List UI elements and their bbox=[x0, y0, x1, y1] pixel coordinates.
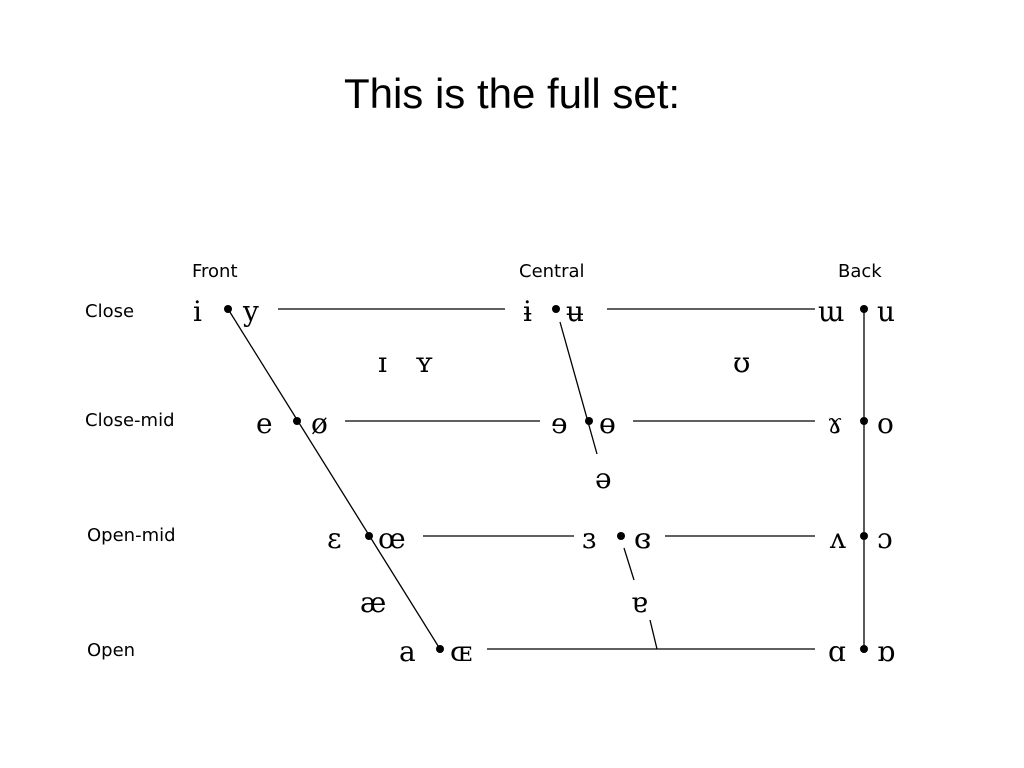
vowel-u: u bbox=[877, 295, 895, 328]
dot-close-central bbox=[552, 305, 560, 313]
dot-close-front bbox=[224, 305, 232, 313]
dot-open-back bbox=[860, 645, 868, 653]
vowel-turned-script-a: ɒ bbox=[877, 635, 895, 668]
central-line-lower bbox=[649, 619, 658, 650]
vowel-barred-o: ɵ bbox=[599, 407, 616, 440]
dot-close-back bbox=[860, 305, 868, 313]
dot-close-mid-front bbox=[293, 417, 301, 425]
vowel-small-cap-oe: ɶ bbox=[450, 635, 472, 668]
vowel-a: a bbox=[399, 635, 416, 668]
vowel-closed-reversed-epsilon: ɞ bbox=[634, 522, 651, 555]
vowel-turned-m: ɯ bbox=[818, 295, 845, 328]
vowel-y: y bbox=[242, 295, 259, 328]
front-diagonal-line bbox=[227, 308, 441, 650]
central-line-mid bbox=[623, 547, 635, 581]
vowel-script-a: ɑ bbox=[828, 635, 846, 668]
vowel-epsilon: ɛ bbox=[327, 522, 342, 555]
vowel-barred-i: ɨ bbox=[523, 295, 532, 328]
row-label-close: Close bbox=[85, 301, 134, 322]
vowel-reversed-epsilon: ɜ bbox=[582, 522, 596, 555]
dot-close-mid-back bbox=[860, 417, 868, 425]
vowel-open-o: ɔ bbox=[877, 522, 893, 555]
central-line-upper bbox=[559, 321, 598, 455]
dot-close-mid-central bbox=[585, 417, 593, 425]
vowel-o: o bbox=[877, 407, 894, 440]
vowel-reversed-e: ɘ bbox=[551, 407, 568, 440]
vowel-ash: æ bbox=[360, 586, 386, 619]
slide-title: This is the full set: bbox=[343, 70, 681, 117]
dot-open-mid-back bbox=[860, 532, 868, 540]
vowel-i: i bbox=[193, 295, 202, 328]
row-label-close-mid: Close-mid bbox=[85, 410, 175, 431]
vowel-oe: œ bbox=[378, 522, 406, 555]
dot-open-mid-front bbox=[365, 532, 373, 540]
vowel-o-slash: ø bbox=[311, 407, 328, 440]
vowel-upsilon: ʊ bbox=[733, 346, 750, 379]
vowel-barred-u: ʉ bbox=[566, 295, 584, 328]
vowel-turned-v: ʌ bbox=[829, 522, 846, 555]
column-label-back: Back bbox=[838, 261, 882, 282]
row-label-open-mid: Open-mid bbox=[87, 525, 176, 546]
column-label-central: Central bbox=[519, 261, 585, 282]
vowel-small-cap-y: ʏ bbox=[415, 346, 433, 379]
vowel-turned-a: ɐ bbox=[631, 586, 648, 619]
vowel-rams-horn: ɤ bbox=[827, 407, 843, 440]
vowel-small-cap-i: ɪ bbox=[378, 346, 387, 379]
row-label-open: Open bbox=[87, 640, 135, 661]
column-label-front: Front bbox=[192, 261, 238, 282]
dot-open-front bbox=[436, 645, 444, 653]
vowel-e: e bbox=[256, 407, 273, 440]
dot-open-mid-central bbox=[617, 532, 625, 540]
vowel-schwa: ə bbox=[595, 462, 612, 495]
